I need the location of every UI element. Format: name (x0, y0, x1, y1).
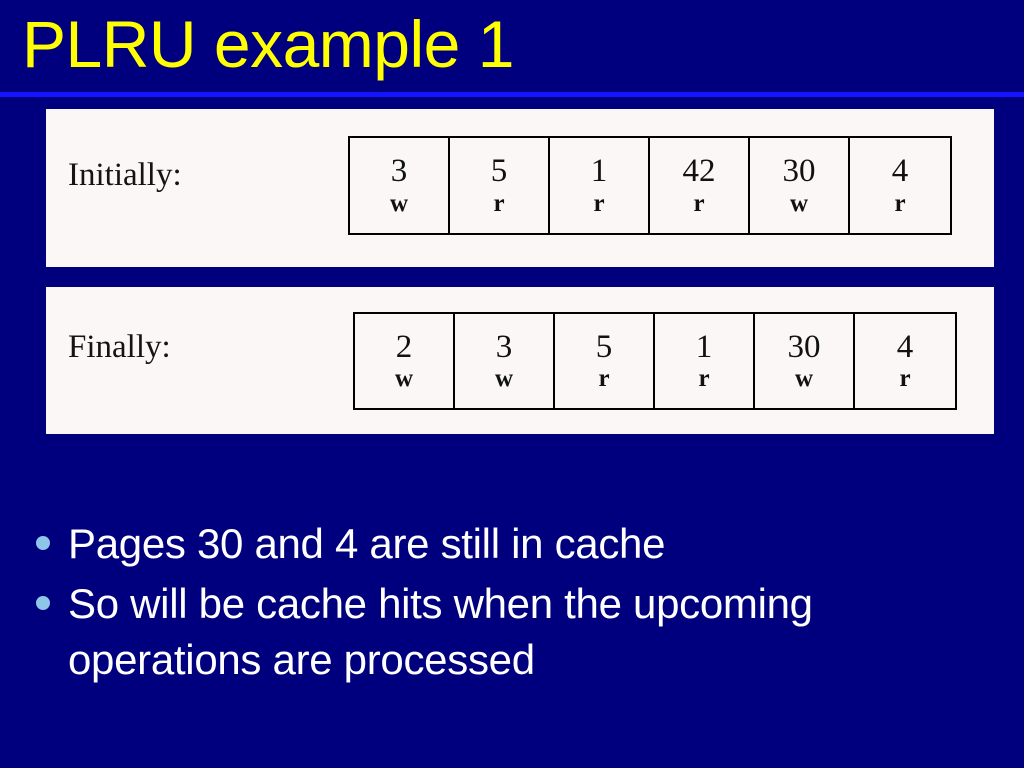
list-item: Pages 30 and 4 are still in cache (36, 516, 976, 572)
cache-cell: 42 r (650, 138, 750, 233)
list-item: So will be cache hits when the upcoming … (36, 576, 976, 688)
bullet-dot-icon (36, 536, 50, 550)
cache-cell-page: 3 (495, 328, 513, 365)
cache-cell-page: 2 (395, 328, 413, 365)
panel-label-initially: Initially: (68, 157, 182, 193)
cache-row-finally: 2 w 3 w 5 r 1 r 30 w 4 r (353, 312, 957, 410)
cache-cell: 5 r (555, 314, 655, 408)
cache-cell-page: 42 (682, 153, 716, 190)
bullet-text: So will be cache hits when the upcoming … (68, 580, 813, 683)
cache-cell-page: 5 (595, 328, 613, 365)
cache-cell-page: 3 (390, 153, 408, 190)
cache-cell: 1 r (655, 314, 755, 408)
bullet-list: Pages 30 and 4 are still in cache So wil… (36, 516, 976, 692)
cache-cell: 1 r (550, 138, 650, 233)
title-area: PLRU example 1 (0, 0, 1024, 92)
panel-label-finally: Finally: (68, 329, 171, 365)
cache-row-initially: 3 w 5 r 1 r 42 r 30 w 4 r (348, 136, 952, 235)
cache-cell-page: 1 (590, 153, 608, 190)
cache-cell: 3 w (455, 314, 555, 408)
cache-cell: 4 r (855, 314, 955, 408)
cache-cell-page: 30 (787, 328, 821, 365)
cache-cell-page: 5 (490, 153, 508, 190)
cache-cell: 5 r (450, 138, 550, 233)
cache-cell-op: w (794, 365, 814, 393)
cache-cell-op: r (899, 365, 911, 393)
cache-cell-op: r (593, 189, 605, 217)
title-divider (0, 92, 1024, 97)
cache-cell-page: 1 (695, 328, 713, 365)
cache-cell: 3 w (350, 138, 450, 233)
bullet-text: Pages 30 and 4 are still in cache (68, 520, 666, 567)
cache-cell: 30 w (750, 138, 850, 233)
cache-cell-op: w (389, 189, 409, 217)
cache-cell-page: 30 (782, 153, 816, 190)
cache-cell: 2 w (355, 314, 455, 408)
cache-cell-op: r (698, 365, 710, 393)
cache-cell: 30 w (755, 314, 855, 408)
cache-cell-op: w (394, 365, 414, 393)
cache-cell-op: r (894, 189, 906, 217)
bullet-dot-icon (36, 596, 50, 610)
cache-cell-op: r (693, 189, 705, 217)
panel-initially: Initially: 3 w 5 r 1 r 42 r 30 w (46, 109, 994, 267)
cache-cell-page: 4 (896, 328, 914, 365)
cache-cell-op: w (789, 189, 809, 217)
cache-cell-page: 4 (891, 153, 909, 190)
cache-cell: 4 r (850, 138, 950, 233)
page-title: PLRU example 1 (22, 7, 514, 81)
cache-cell-op: w (494, 365, 514, 393)
cache-cell-op: r (598, 365, 610, 393)
panel-finally: Finally: 2 w 3 w 5 r 1 r 30 w (46, 287, 994, 434)
cache-cell-op: r (493, 189, 505, 217)
